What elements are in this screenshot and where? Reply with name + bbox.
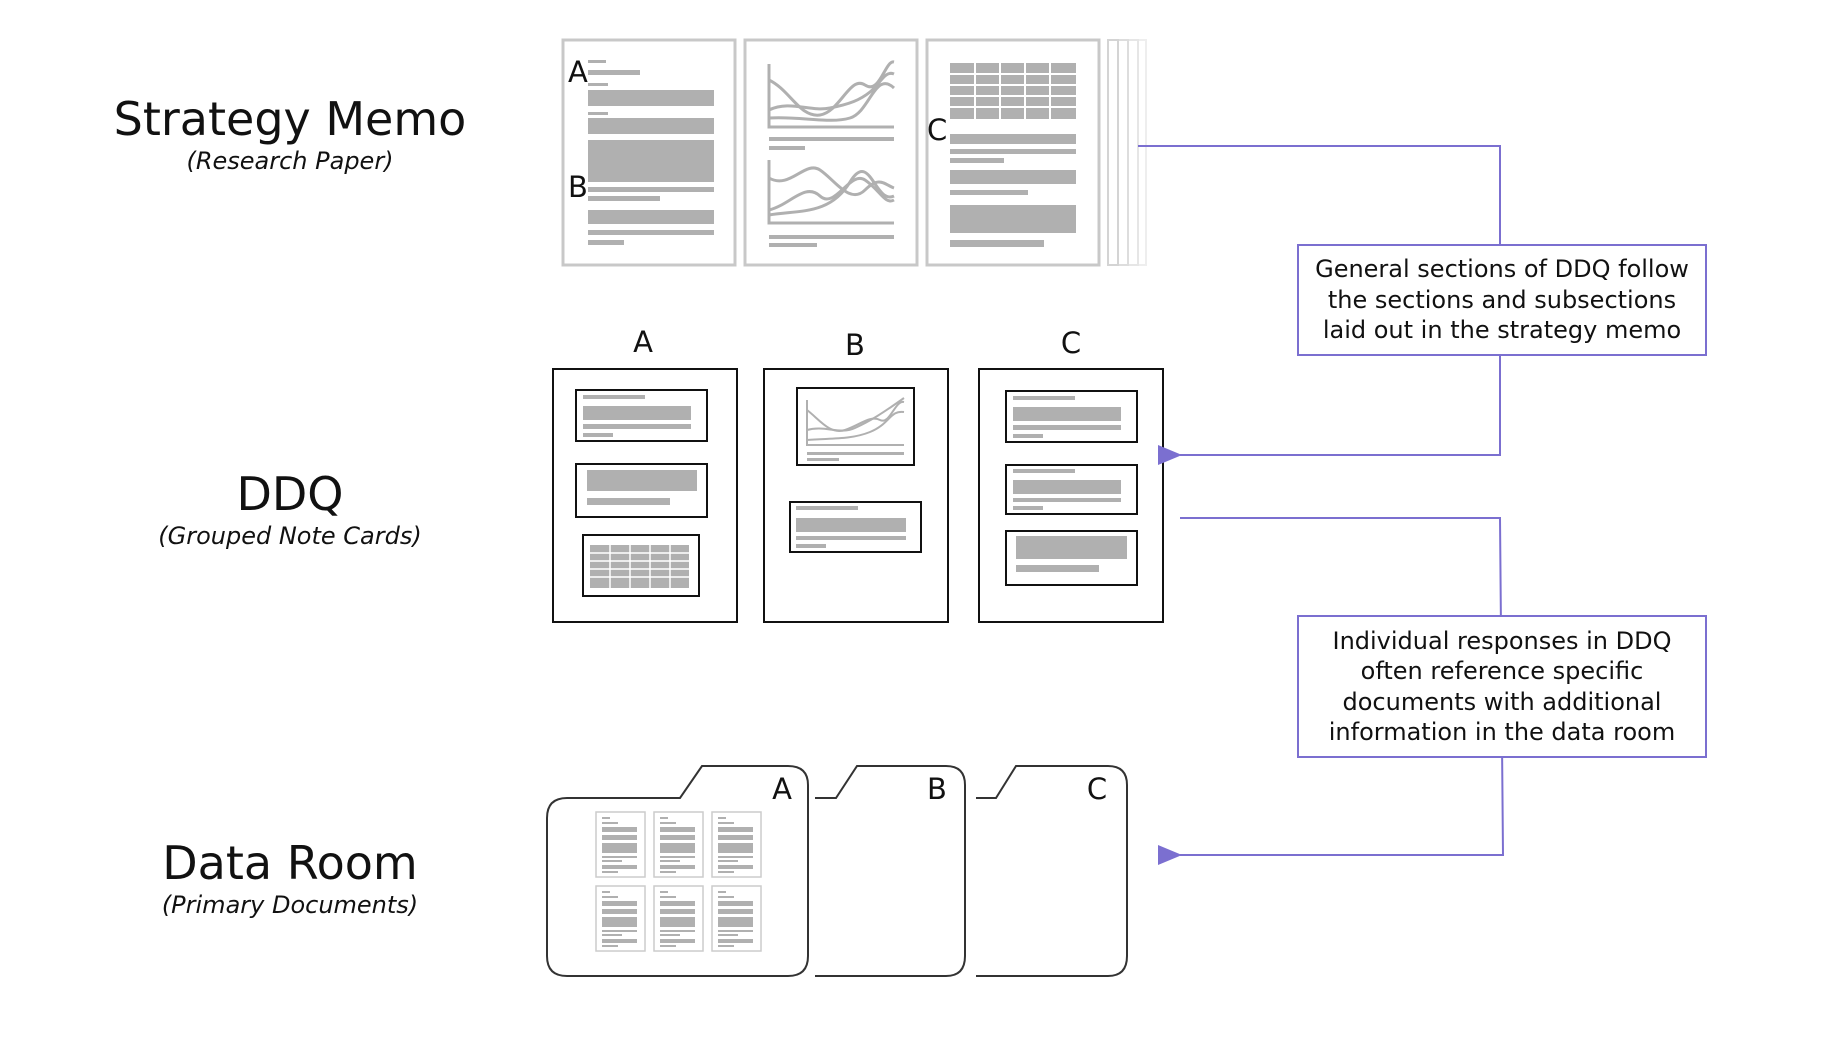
data-room-title: Data Room [162,836,418,890]
folder-a-documents [595,811,762,952]
ddq-label-a: A [633,325,653,359]
mini-document [595,811,646,878]
mini-document [595,885,646,952]
memo-label-a: A [568,55,588,89]
strategy-memo-subtitle: (Research Paper) [186,147,394,175]
ddq-card-b [763,368,949,623]
memo-label-c: C [927,113,947,147]
ddq-subtitle: (Grouped Note Cards) [158,522,422,550]
folder-label-a: A [772,772,792,806]
memo-page-table [925,38,1101,267]
ddq-card-c [978,368,1164,623]
mini-document [653,811,704,878]
mini-document [711,885,762,952]
data-room-subtitle: (Primary Documents) [161,891,419,919]
mini-document [653,885,704,952]
note-ddq-to-dataroom: Individual responses in DDQ often refere… [1297,615,1707,758]
memo-stack-shadow [1107,39,1147,266]
strategy-memo-title-block: Strategy Memo (Research Paper) [80,93,500,177]
data-room-title-block: Data Room (Primary Documents) [80,837,500,921]
folder-label-b: B [927,772,947,806]
ddq-title: DDQ [236,467,344,521]
folder-b [815,765,966,977]
ddq-title-block: DDQ (Grouped Note Cards) [80,468,500,552]
ddq-label-c: C [1061,326,1081,360]
note-memo-to-ddq: General sections of DDQ follow the secti… [1297,244,1707,356]
memo-page-text [561,38,737,267]
memo-page-charts [743,38,919,267]
mini-document [711,811,762,878]
folder-c [976,765,1128,977]
ddq-label-b: B [845,328,865,362]
ddq-card-a [552,368,738,623]
memo-label-b: B [568,170,588,204]
folder-label-c: C [1087,772,1107,806]
strategy-memo-title: Strategy Memo [113,92,467,146]
